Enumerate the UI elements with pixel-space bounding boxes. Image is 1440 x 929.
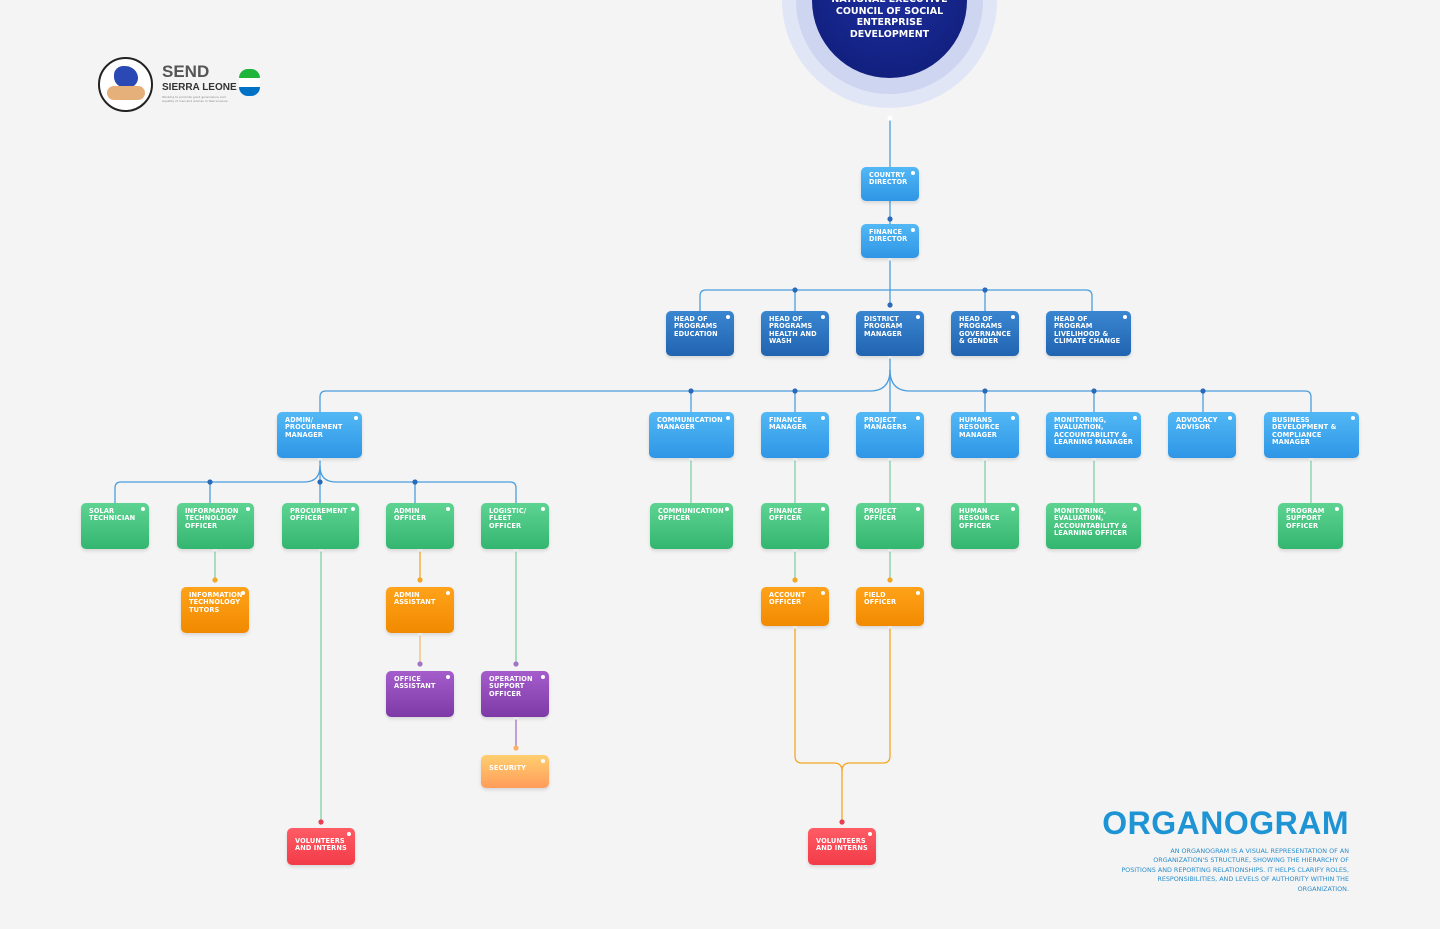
dot-field-top — [887, 577, 893, 583]
organogram-description: AN ORGANOGRAM IS A VISUAL REPRESENTATION… — [1121, 847, 1349, 893]
dot-operation-top — [513, 661, 519, 667]
dot-council — [887, 115, 893, 121]
dot-district-top — [887, 302, 893, 308]
node-head-health[interactable]: HEAD OF PROGRAMS HEALTH AND WASH — [761, 311, 829, 356]
line-managers-bus-right — [889, 369, 1312, 412]
dot-officer-junction — [412, 479, 418, 485]
node-project-officer[interactable]: PROJECT OFFICER — [856, 503, 924, 549]
dot-tutors-top — [212, 577, 218, 583]
dot-account-top — [792, 577, 798, 583]
node-volunteers-interns-right[interactable]: VOLUNTEERS AND INTERNS — [808, 828, 876, 865]
node-office-assistant[interactable]: OFFICE ASSISTANT — [386, 671, 454, 717]
node-logistic-fleet-officer[interactable]: LOGISTIC/ FLEET OFFICER — [481, 503, 549, 549]
dot-manager-junction — [792, 388, 798, 394]
node-head-governance[interactable]: HEAD OF PROGRAMS GOVERNANCE & GENDER — [951, 311, 1019, 356]
line-heads-bus — [699, 289, 1093, 311]
logo-name: SEND — [162, 62, 210, 81]
dot-officer-junction — [317, 479, 323, 485]
node-head-livelihood[interactable]: HEAD OF PROGRAM LIVELIHOOD & CLIMATE CHA… — [1046, 311, 1131, 356]
council-label: NATIONAL EXECUTIVE COUNCIL OF SOCIAL ENT… — [831, 0, 947, 41]
node-hr-officer[interactable]: HUMAN RESOURCE OFFICER — [951, 503, 1019, 549]
node-communication-officer[interactable]: COMMUNICATION OFFICER — [650, 503, 733, 549]
handshake-icon — [107, 86, 145, 100]
node-finance-manager[interactable]: FINANCE MANAGER — [761, 412, 829, 458]
dot-assistant-top — [417, 577, 423, 583]
dot-office-top — [417, 661, 423, 667]
line-field-volunteers — [841, 626, 891, 772]
node-it-tutors[interactable]: INFORMATION TECHNOLOGY TUTORS — [181, 587, 249, 633]
node-meal-manager[interactable]: MONITORING, EVALUATION, ACCOUNTABILITY &… — [1046, 412, 1141, 458]
node-account-officer[interactable]: ACCOUNT OFFICER — [761, 587, 829, 626]
node-advocacy-advisor[interactable]: ADVOCACY ADVISOR — [1168, 412, 1236, 458]
node-operation-support-officer[interactable]: OPERATION SUPPORT OFFICER — [481, 671, 549, 717]
node-procurement-officer[interactable]: PROCUREMENT OFFICER — [282, 503, 359, 549]
dot-security-top — [513, 745, 519, 751]
node-meal-officer[interactable]: MONITORING, EVALUATION, ACCOUNTABILITY &… — [1046, 503, 1141, 549]
dot-volunteers-left-top — [318, 819, 324, 825]
node-district-manager[interactable]: DISTRICT PROGRAM MANAGER — [856, 311, 924, 356]
dot-manager-junction — [1091, 388, 1097, 394]
handshake-map-icon — [98, 57, 153, 112]
map-icon — [114, 66, 138, 88]
dot-finance-top — [887, 216, 893, 222]
dot-volunteers-right-top — [839, 819, 845, 825]
dot-manager-junction — [688, 388, 694, 394]
node-it-officer[interactable]: INFORMATION TECHNOLOGY OFFICER — [177, 503, 254, 549]
line-admin-bus-right — [319, 465, 517, 503]
node-finance-director[interactable]: FINANCE DIRECTOR — [861, 224, 919, 258]
node-field-officer[interactable]: FIELD OFFICER — [856, 587, 924, 626]
node-head-education[interactable]: HEAD OF PROGRAMS EDUCATION — [666, 311, 734, 356]
dot-head-junction — [792, 287, 798, 293]
line-managers-bus-left — [319, 369, 891, 412]
node-volunteers-interns-left[interactable]: VOLUNTEERS AND INTERNS — [287, 828, 355, 865]
dot-officer-junction — [207, 479, 213, 485]
node-admin-assistant[interactable]: ADMIN ASSISTANT — [386, 587, 454, 633]
node-admin-officer[interactable]: ADMIN OFFICER — [386, 503, 454, 549]
node-admin-procurement-manager[interactable]: ADMIN/ PROCUREMENT MANAGER — [277, 412, 362, 458]
node-business-development-manager[interactable]: BUSINESS DEVELOPMENT & COMPLIANCE MANAGE… — [1264, 412, 1359, 458]
node-project-managers[interactable]: PROJECT MANAGERS — [856, 412, 924, 458]
node-program-support-officer[interactable]: PROGRAM SUPPORT OFFICER — [1278, 503, 1343, 549]
dot-manager-junction — [1200, 388, 1206, 394]
dot-manager-junction — [982, 388, 988, 394]
node-finance-officer[interactable]: FINANCE OFFICER — [761, 503, 829, 549]
logo-tagline: Working to promote good governance and e… — [162, 95, 228, 103]
node-communication-manager[interactable]: COMMUNICATION MANAGER — [649, 412, 734, 458]
node-solar-technician[interactable]: SOLAR TECHNICIAN — [81, 503, 149, 549]
node-hr-manager[interactable]: HUMANS RESOURCE MANAGER — [951, 412, 1019, 458]
page-title: ORGANOGRAM — [1102, 805, 1349, 841]
node-country-director[interactable]: COUNTRY DIRECTOR — [861, 167, 919, 201]
sierra-leone-flag-icon — [239, 69, 260, 98]
dot-head-junction — [982, 287, 988, 293]
node-security[interactable]: SECURITY — [481, 755, 549, 788]
logo-country: SIERRA LEONE — [162, 82, 237, 93]
line-admin-bus-left — [114, 465, 321, 503]
line-account-volunteers — [794, 626, 843, 772]
